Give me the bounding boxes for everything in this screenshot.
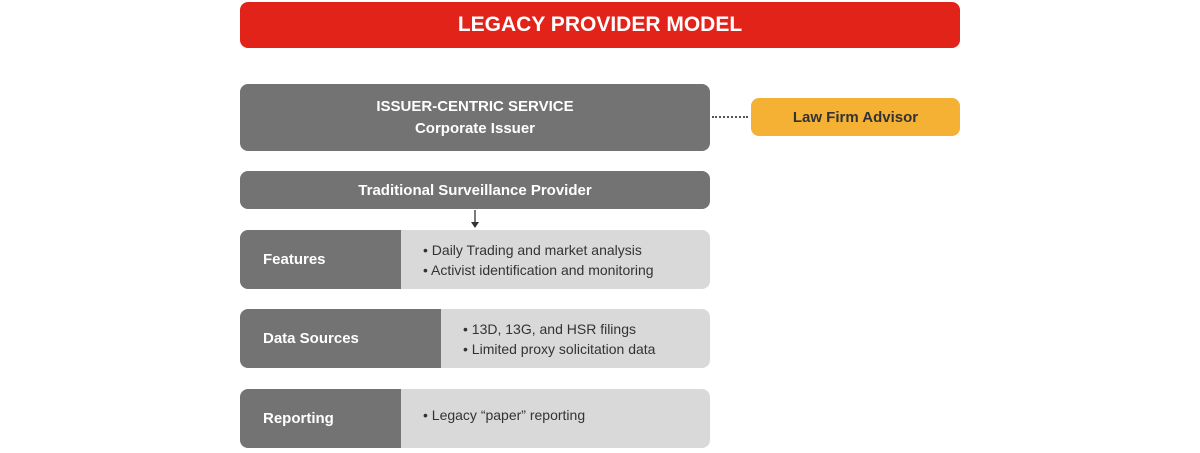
row-label: Data Sources	[240, 309, 441, 368]
row-label: Features	[240, 230, 401, 289]
row-label: Reporting	[240, 389, 401, 448]
issuer-subheading: Corporate Issuer	[414, 119, 536, 137]
features-row: Features • Daily Trading and market anal…	[240, 230, 710, 289]
issuer-heading: ISSUER-CENTRIC SERVICE	[376, 97, 574, 115]
data-sources-row: Data Sources • 13D, 13G, and HSR filings…	[240, 309, 710, 368]
list-item: • Daily Trading and market analysis	[423, 241, 642, 258]
diagram-title: LEGACY PROVIDER MODEL	[240, 2, 960, 48]
list-item: • Limited proxy solicitation data	[463, 340, 656, 357]
dotted-connector	[712, 116, 748, 119]
list-item: • 13D, 13G, and HSR filings	[463, 320, 636, 337]
arrow-down-icon	[471, 210, 479, 228]
issuer-centric-service-box: ISSUER-CENTRIC SERVICE Corporate Issuer	[240, 84, 710, 151]
list-item: • Activist identification and monitoring	[423, 261, 654, 278]
list-item: • Legacy “paper” reporting	[423, 407, 586, 423]
law-firm-advisor-box: Law Firm Advisor	[751, 98, 960, 136]
surveillance-provider-box: Traditional Surveillance Provider	[240, 171, 710, 209]
reporting-row: Reporting • Legacy “paper” reporting	[240, 389, 710, 448]
